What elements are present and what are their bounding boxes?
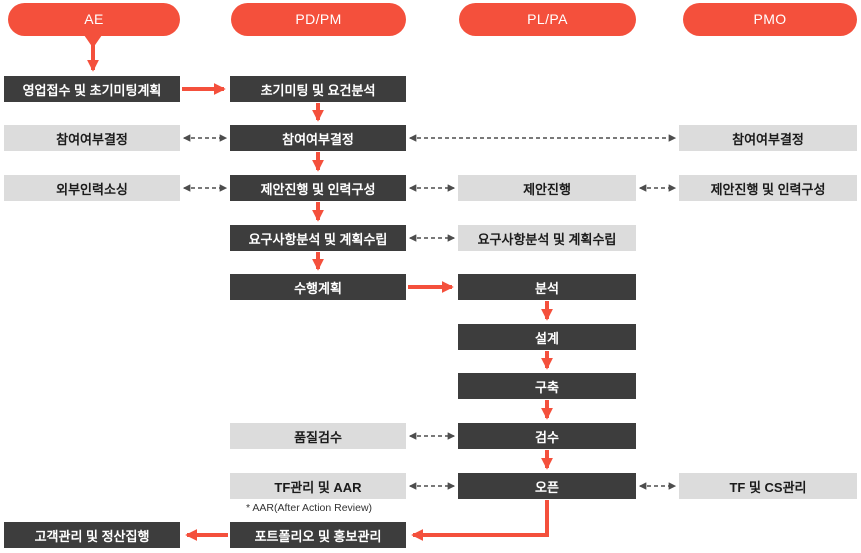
node-analysis: 분석 xyxy=(458,274,636,300)
node-plpa-requirements: 요구사항분석 및 계획수립 xyxy=(458,225,636,251)
node-customer-settlement: 고객관리 및 정산집행 xyxy=(4,522,180,548)
node-external-sourcing: 외부인력소싱 xyxy=(4,175,180,201)
lane-pill-pdpm: PD/PM xyxy=(231,3,406,36)
node-pmo-proposal: 제안진행 및 인력구성 xyxy=(679,175,857,201)
node-pmo-participation: 참여여부결정 xyxy=(679,125,857,151)
lane-pill-plpa: PL/PA xyxy=(459,3,636,36)
node-build: 구축 xyxy=(458,373,636,399)
node-sales-intake: 영업접수 및 초기미팅계획 xyxy=(4,76,180,102)
node-tf-cs: TF 및 CS관리 xyxy=(679,473,857,499)
node-pdpm-proposal: 제안진행 및 인력구성 xyxy=(230,175,406,201)
node-pdpm-requirements: 요구사항분석 및 계획수립 xyxy=(230,225,406,251)
node-design: 설계 xyxy=(458,324,636,350)
node-initial-meeting: 초기미팅 및 요건분석 xyxy=(230,76,406,102)
node-quality-check: 품질검수 xyxy=(230,423,406,449)
node-ae-participation: 참여여부결정 xyxy=(4,125,180,151)
node-execution-plan: 수행계획 xyxy=(230,274,406,300)
node-inspection: 검수 xyxy=(458,423,636,449)
node-open: 오픈 xyxy=(458,473,636,499)
node-tf-aar: TF관리 및 AAR xyxy=(230,473,406,499)
node-portfolio-pr: 포트폴리오 및 홍보관리 xyxy=(230,522,406,548)
aar-footnote: * AAR(After Action Review) xyxy=(246,502,373,514)
arrow-open-to-portfolio xyxy=(411,500,549,541)
lane-pill-ae: AE xyxy=(8,3,180,36)
node-plpa-proposal: 제안진행 xyxy=(458,175,636,201)
lane-pill-pmo: PMO xyxy=(683,3,857,36)
node-pdpm-participation: 참여여부결정 xyxy=(230,125,406,151)
